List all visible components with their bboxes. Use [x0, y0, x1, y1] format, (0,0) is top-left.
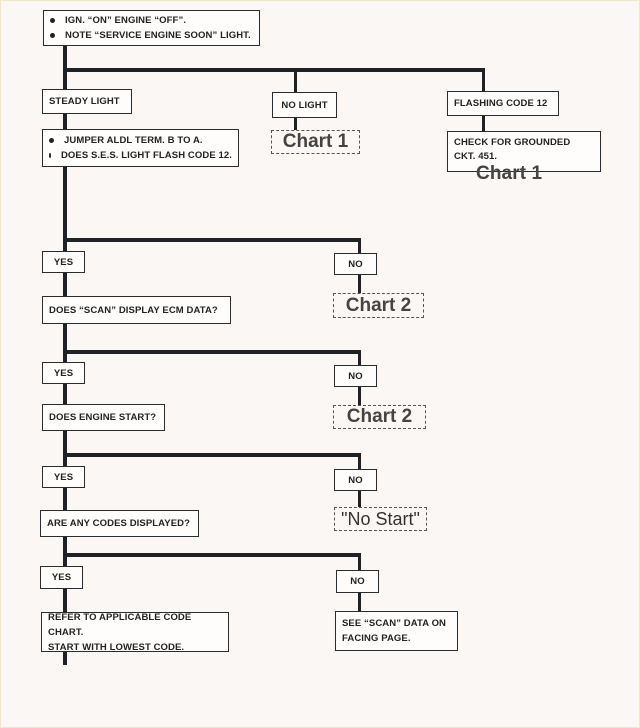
connector-line [358, 490, 361, 508]
no-box-4: NO [336, 570, 379, 593]
no-label-4: NO [350, 576, 365, 587]
yes-box-4: YES [40, 566, 83, 589]
connector-line [482, 68, 485, 92]
scan-data-line-1: SEE “SCAN” DATA ON [342, 618, 447, 629]
connector-line [482, 115, 485, 133]
check-grounded-label: CHECK FOR GROUNDED CKT. 451. [454, 137, 571, 162]
no-label-1: NO [348, 258, 363, 270]
connector-line [63, 45, 67, 665]
connector-line [358, 274, 361, 294]
yes-label-3: YES [53, 471, 74, 483]
chart-2-reference-1[interactable]: Chart 2 [333, 293, 424, 318]
connector-line [63, 68, 485, 72]
connector-line [358, 387, 361, 406]
jumper-line-2: DOES S.E.S. LIGHT FLASH CODE 12. [60, 150, 232, 161]
chart-2-reference-2[interactable]: Chart 2 [333, 405, 426, 429]
yes-box-3: YES [42, 466, 85, 488]
engine-start-question: DOES ENGINE START? [49, 412, 157, 423]
yes-label-2: YES [53, 367, 74, 379]
connector-line [358, 553, 361, 571]
no-label-3: NO [348, 474, 363, 486]
codes-displayed-question-box: ARE ANY CODES DISPLAYED? [40, 510, 199, 537]
refer-line-2: START WITH LOWEST CODE. [48, 641, 185, 653]
connector-line [294, 117, 297, 133]
refer-code-chart-box: REFER TO APPLICABLE CODE CHART. START WI… [41, 611, 229, 653]
scan-data-box: SEE “SCAN” DATA ON FACING PAGE. [335, 611, 458, 651]
no-label-2: NO [348, 370, 363, 382]
refer-line-1: REFER TO APPLICABLE CODE CHART. [48, 611, 192, 638]
steady-light-box: STEADY LIGHT [42, 89, 132, 114]
scan-ecm-question: DOES “SCAN” DISPLAY ECM DATA? [49, 304, 218, 316]
bullet-icon [50, 18, 55, 23]
connector-line [63, 553, 361, 557]
check-grounded-box: CHECK FOR GROUNDED CKT. 451. Chart 1 [447, 131, 601, 184]
steady-light-label: STEADY LIGHT [49, 96, 120, 107]
codes-displayed-question: ARE ANY CODES DISPLAYED? [47, 518, 190, 529]
chart-2-label-2: Chart 2 [346, 406, 413, 427]
yes-box-1: YES [42, 251, 85, 273]
no-light-box: NO LIGHT [272, 92, 337, 118]
connector-line [63, 238, 361, 242]
chart-1-reference[interactable]: Chart 1 [271, 130, 360, 154]
no-start-label: "No Start" [341, 508, 420, 529]
scan-data-line-2: FACING PAGE. [342, 633, 411, 644]
engine-start-question-box: DOES ENGINE START? [42, 404, 165, 431]
bullet-icon [49, 138, 54, 143]
yes-label-1: YES [53, 256, 74, 268]
start-box: IGN. “ON” ENGINE “OFF”. NOTE “SERVICE EN… [43, 10, 260, 46]
no-light-label: NO LIGHT [281, 99, 328, 111]
yes-box-2: YES [42, 362, 85, 384]
chart-1-label: Chart 1 [282, 131, 349, 152]
connector-line [63, 453, 361, 457]
chart-2-label-1: Chart 2 [345, 294, 412, 316]
scan-ecm-question-box: DOES “SCAN” DISPLAY ECM DATA? [42, 296, 231, 324]
connector-line [358, 350, 361, 368]
chart-1-reference-inline[interactable]: Chart 1 [476, 163, 543, 184]
start-line-2: NOTE “SERVICE ENGINE SOON” LIGHT. [65, 30, 251, 41]
jumper-box: JUMPER ALDL TERM. B TO A. DOES S.E.S. LI… [42, 129, 239, 167]
connector-line [358, 453, 361, 471]
start-line-1: IGN. “ON” ENGINE “OFF”. [65, 15, 187, 26]
bullet-icon [50, 33, 55, 38]
no-box-3: NO [334, 469, 377, 491]
connector-line [358, 238, 361, 256]
bullet-icon [49, 153, 51, 158]
connector-line [63, 350, 361, 354]
yes-label-4: YES [51, 572, 72, 583]
flashing-code-label: FLASHING CODE 12 [454, 98, 548, 109]
flashing-code-box: FLASHING CODE 12 [447, 91, 559, 116]
no-box-1: NO [334, 253, 377, 275]
no-start-reference[interactable]: "No Start" [334, 507, 427, 531]
connector-line [358, 591, 361, 613]
connector-line [294, 68, 297, 92]
no-box-2: NO [334, 365, 377, 387]
jumper-line-1: JUMPER ALDL TERM. B TO A. [64, 135, 203, 146]
